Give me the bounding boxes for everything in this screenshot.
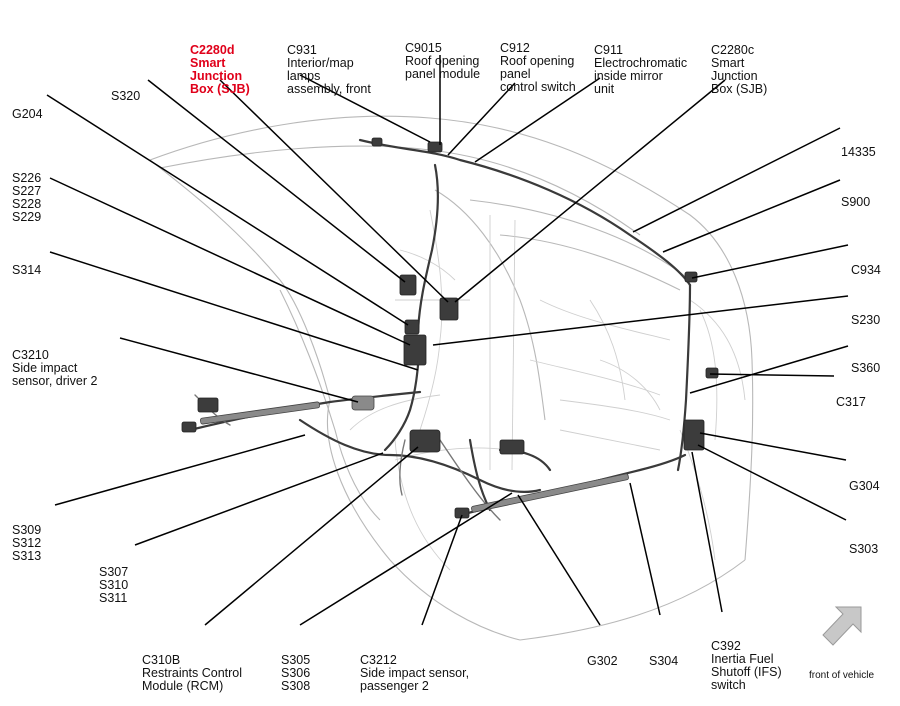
label-s304: S304 <box>649 654 679 668</box>
leader-lines <box>46 55 849 626</box>
label-s360: S360 <box>851 361 881 375</box>
label-s900: S900 <box>841 195 871 209</box>
label-s320: S320 <box>111 89 141 103</box>
leader-14335 <box>632 127 841 233</box>
wiring-harness <box>188 138 692 521</box>
leader-c911 <box>474 77 601 163</box>
leader-s304 <box>629 482 661 616</box>
leader-s320 <box>147 79 406 283</box>
leader-s305 <box>299 492 513 626</box>
label-s314: S314 <box>12 263 42 277</box>
sjb-connector-c <box>399 274 417 296</box>
leader-s230 <box>432 295 849 346</box>
rcm-module <box>409 429 441 453</box>
leader-s900 <box>662 179 841 253</box>
leader-c934 <box>691 244 849 279</box>
leader-c310b <box>204 446 419 626</box>
label-c934: C934 <box>851 263 881 277</box>
splice-pack <box>403 334 427 366</box>
label-c317: C317 <box>836 395 866 409</box>
leader-c2280d <box>219 79 449 303</box>
left-sill-bracket <box>200 401 320 425</box>
front-of-vehicle-arrow-icon <box>822 606 862 646</box>
side-impact-sensor-driver <box>351 395 375 411</box>
front-of-vehicle-label: front of vehicle <box>809 670 875 681</box>
leader-g204 <box>46 94 409 326</box>
leader-c317 <box>709 373 835 377</box>
leader-s360 <box>689 345 849 394</box>
leader-c2280c <box>454 79 726 303</box>
vehicle-outline <box>149 115 754 641</box>
label-s230: S230 <box>851 313 881 327</box>
leader-c931 <box>299 74 431 143</box>
label-s303: S303 <box>849 542 879 556</box>
leader-g304 <box>699 432 847 461</box>
leader-s309 <box>54 434 306 506</box>
components <box>181 137 719 519</box>
sjb-connector-d <box>439 297 459 321</box>
label-g302: G302 <box>587 654 618 668</box>
label-14335: 14335 <box>841 145 876 159</box>
label-g204: G204 <box>12 107 43 121</box>
leader-s303 <box>697 444 847 521</box>
leader-c3210 <box>119 337 359 403</box>
ifs-switch <box>683 419 705 451</box>
label-g304: G304 <box>849 479 880 493</box>
wiring-diagram <box>46 55 862 646</box>
left-connector <box>197 397 219 413</box>
leader-s307 <box>134 452 384 546</box>
roof-module-connector <box>427 141 443 153</box>
sill-harness-bracket <box>471 473 629 513</box>
leader-c3212 <box>421 514 463 626</box>
leader-s314 <box>49 251 419 371</box>
leader-g302 <box>517 494 601 626</box>
map-lamp-connector <box>371 137 383 147</box>
side-impact-sensor-passenger <box>454 507 470 519</box>
leader-c392 <box>691 451 723 613</box>
leader-s226 <box>49 177 411 346</box>
leader-c912 <box>447 82 516 156</box>
c317-connector <box>705 367 719 379</box>
connector-front <box>499 439 525 455</box>
left-end-connector <box>181 421 197 433</box>
g204-ground <box>404 319 420 335</box>
